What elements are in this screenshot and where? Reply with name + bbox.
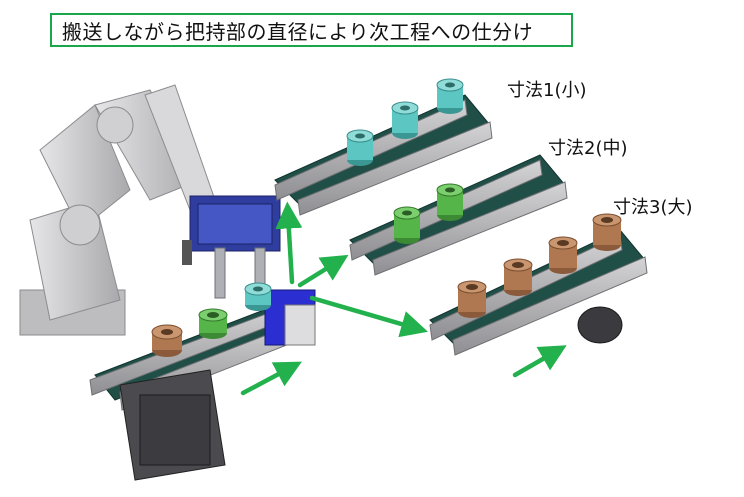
large-part: [592, 213, 622, 251]
robot-arm: [19, 84, 216, 336]
small-part: [244, 282, 272, 311]
conveyor-small: [274, 78, 493, 216]
gripper: [182, 195, 281, 299]
conveyor-medium: [349, 154, 568, 276]
medium-part: [198, 308, 228, 339]
small-part: [436, 78, 464, 114]
conveyor-large: [429, 213, 648, 356]
large-part: [151, 324, 183, 357]
large-part: [457, 280, 487, 318]
arrow-large-out: [512, 345, 567, 378]
diagram-title: 搬送しながら把持部の直径により次工程への仕分け: [62, 19, 534, 44]
label-size-1: 寸法1(小): [507, 80, 587, 101]
feed-conveyor: [89, 282, 316, 481]
small-part: [391, 101, 419, 139]
medium-part: [436, 183, 464, 221]
label-size-3: 寸法3(大): [613, 197, 693, 218]
medium-part: [393, 206, 421, 244]
title-frame: 搬送しながら把持部の直径により次工程への仕分け: [50, 13, 573, 47]
large-part: [548, 236, 578, 274]
arrow-feed-in: [240, 361, 302, 396]
arrow-to-large: [309, 295, 428, 338]
large-part: [503, 258, 533, 296]
arrow-to-medium: [297, 254, 349, 288]
arrow-to-small: [275, 201, 303, 285]
label-size-2: 寸法2(中): [548, 138, 628, 159]
small-part: [346, 129, 374, 166]
